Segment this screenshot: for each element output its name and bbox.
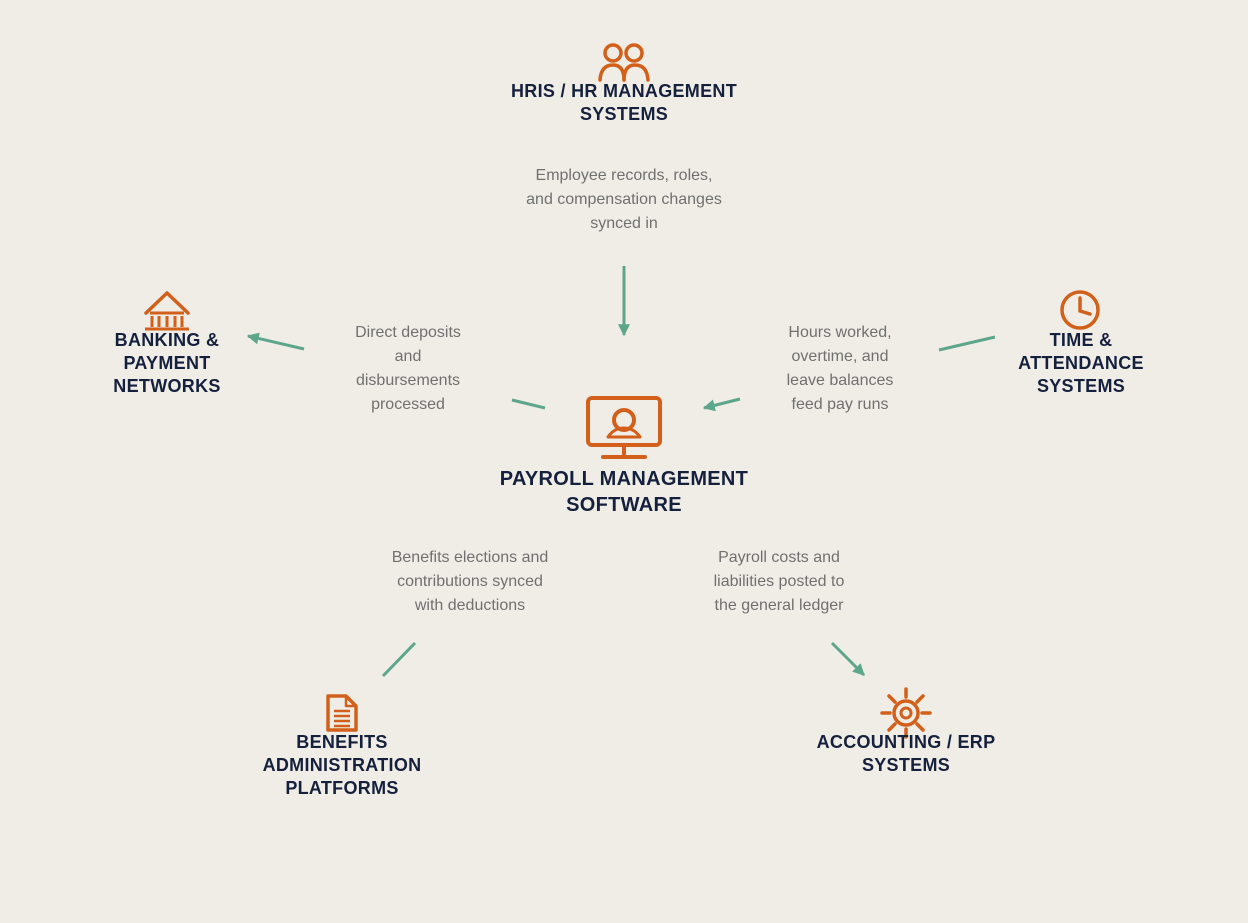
- bank-icon: [144, 291, 190, 331]
- people-icon: [598, 43, 650, 82]
- time-description: Hours worked, overtime, and leave balanc…: [786, 324, 894, 413]
- benefits-description: Benefits elections and contributions syn…: [391, 549, 549, 614]
- connector-time-to-payroll-outer: [938, 335, 996, 352]
- gear-icon: [880, 687, 932, 739]
- document-icon: [326, 694, 358, 732]
- computer-monitor-user-icon: [586, 396, 662, 459]
- connector-payroll-to-banking-outer: [246, 332, 305, 351]
- accounting-description: Payroll costs and liabilities posted to …: [713, 549, 845, 614]
- time-title: TIME & ATTENDANCE SYSTEMS: [1018, 330, 1144, 396]
- connector-time-to-payroll-inner: [702, 397, 741, 412]
- connector-benefits-payroll: [381, 641, 417, 678]
- connector-payroll-to-accounting: [830, 641, 866, 677]
- hris-description: Employee records, roles, and compensatio…: [526, 167, 722, 232]
- banking-title: BANKING & PAYMENT NETWORKS: [113, 330, 221, 396]
- hris-title: HRIS / HR MANAGEMENT SYSTEMS: [511, 81, 737, 124]
- benefits-title: BENEFITS ADMINISTRATION PLATFORMS: [262, 732, 422, 798]
- clock-icon: [1060, 290, 1100, 330]
- banking-description: Direct deposits and disbursements proces…: [355, 324, 461, 413]
- connector-payroll-to-banking-inner: [511, 398, 546, 410]
- payroll-software-title: PAYROLL MANAGEMENT SOFTWARE: [499, 468, 749, 516]
- accounting-title: ACCOUNTING / ERP SYSTEMS: [816, 732, 996, 775]
